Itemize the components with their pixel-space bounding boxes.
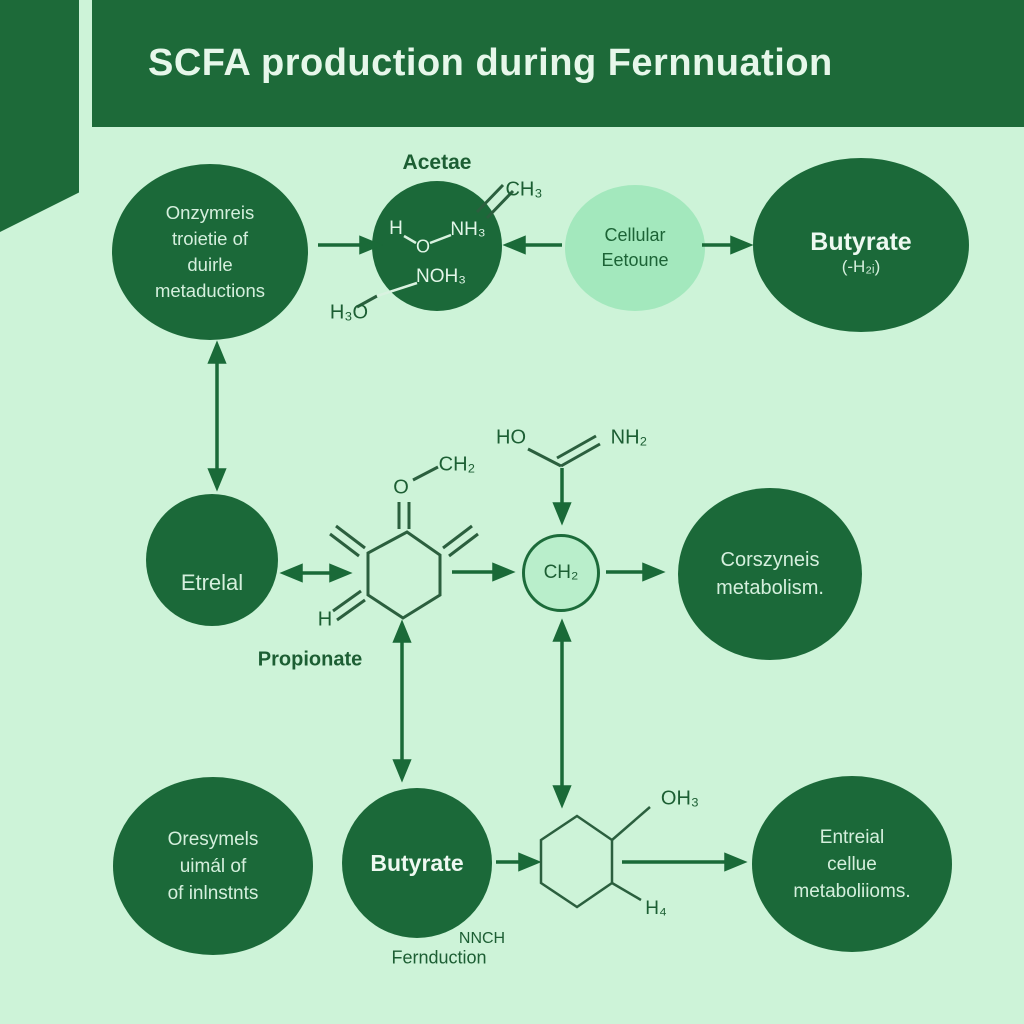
circle-cellular: Cellular Eetoune (565, 185, 705, 311)
nnch-label: NNCH (458, 930, 506, 947)
circle-acetate (372, 181, 502, 311)
arrow-propionate-butyrate-double (392, 619, 412, 783)
amide-structure (527, 434, 601, 468)
arrow-butyrate-to-bottomhex (496, 852, 542, 872)
ch2-label-propionate: CH₂ (438, 453, 476, 476)
acetate-label: Acetae (402, 151, 472, 174)
arrow-enzymes-to-acetate (318, 235, 383, 255)
h-label-acetate: H (389, 218, 403, 239)
butyrate-top-formula: (-H₂ᵢ) (841, 256, 881, 276)
nh2-label: NH₂ (610, 426, 648, 449)
ho-label: HO (496, 426, 526, 449)
metabolism-mid-line: Corszyneis (720, 549, 820, 571)
propionate-label: Propionate (257, 648, 363, 671)
arrow-cellular-to-butyrate (702, 235, 754, 255)
nh3-label: NH₃ (450, 219, 486, 240)
oh3-label: OH₃ (660, 787, 700, 810)
arrow-bottomhex-to-metabolism (622, 852, 748, 872)
circle-cellular-line: Eetoune (601, 250, 669, 270)
ch3-label: CH₃ (505, 178, 543, 201)
circle-enzymes-line: Onzymreis (165, 202, 255, 223)
circle-butyrate-top: Butyrate (-H₂ᵢ) (753, 158, 969, 332)
butyrate-bottom-name: Butyrate (370, 849, 464, 876)
arrow-cellular-to-acetate (502, 235, 562, 255)
circle-organisms-line: of inlnstnts (167, 882, 259, 904)
arrow-amide-to-ch2 (552, 468, 572, 526)
metabolism-mid-line: metabolism. (716, 577, 824, 599)
circle-enzymes-line: troietie of (171, 228, 249, 249)
butyrate-top-name: Butyrate (810, 227, 912, 256)
noh3-label: NOH₃ (416, 266, 466, 287)
circle-cellular-line: Cellular (604, 225, 666, 245)
o-label-propionate: O (393, 476, 409, 499)
page-title: SCFA production during Fernnuation (148, 42, 833, 84)
etrelal-label: Etrelal (180, 570, 244, 595)
arrow-etrelal-propionate-double (279, 563, 353, 583)
o-label-acetate: O (415, 236, 431, 257)
bottom-ring-structure (539, 806, 651, 909)
circle-organisms: Oresymels uimál of of inlnstnts (113, 777, 313, 955)
circle-butyrate-bottom: Butyrate (342, 788, 492, 938)
arrow-ch2-bottomhex-double (552, 618, 572, 809)
arrow-propionate-to-ch2 (452, 562, 516, 582)
metabolism-bottom-line: Entreial (819, 826, 885, 848)
circle-enzymes-line: duirle (187, 254, 233, 275)
left-ribbon (0, 0, 79, 232)
circle-organisms-line: uimál of (179, 855, 247, 877)
title-banner: SCFA production during Fernnuation (92, 0, 1024, 127)
circle-enzymes-line: metaductions (154, 280, 266, 301)
circle-metabolism-mid: Corszyneis metabolism. (678, 488, 862, 660)
circle-etrelal: Etrelal (146, 494, 278, 626)
h-label-propionate: H (317, 608, 333, 631)
metabolism-bottom-line: metaboliioms. (793, 880, 911, 902)
fernduction-label: Fernduction (391, 947, 487, 968)
arrow-ch2-to-metabolism (606, 562, 666, 582)
circle-enzymes: Onzymreis troietie of duirle metaduction… (112, 164, 308, 340)
h4-label: H₄ (645, 898, 667, 919)
ch2-node-label: CH₂ (543, 562, 579, 583)
arrow-enzymes-etrelal-double (207, 340, 227, 492)
circle-organisms-line: Oresymels (167, 828, 259, 850)
circle-ch2: CH₂ (522, 534, 600, 612)
circle-metabolism-bottom: Entreial cellue metaboliioms. (752, 776, 952, 952)
metabolism-bottom-line: cellue (827, 853, 877, 875)
h3o-label: H₃O (329, 301, 369, 324)
